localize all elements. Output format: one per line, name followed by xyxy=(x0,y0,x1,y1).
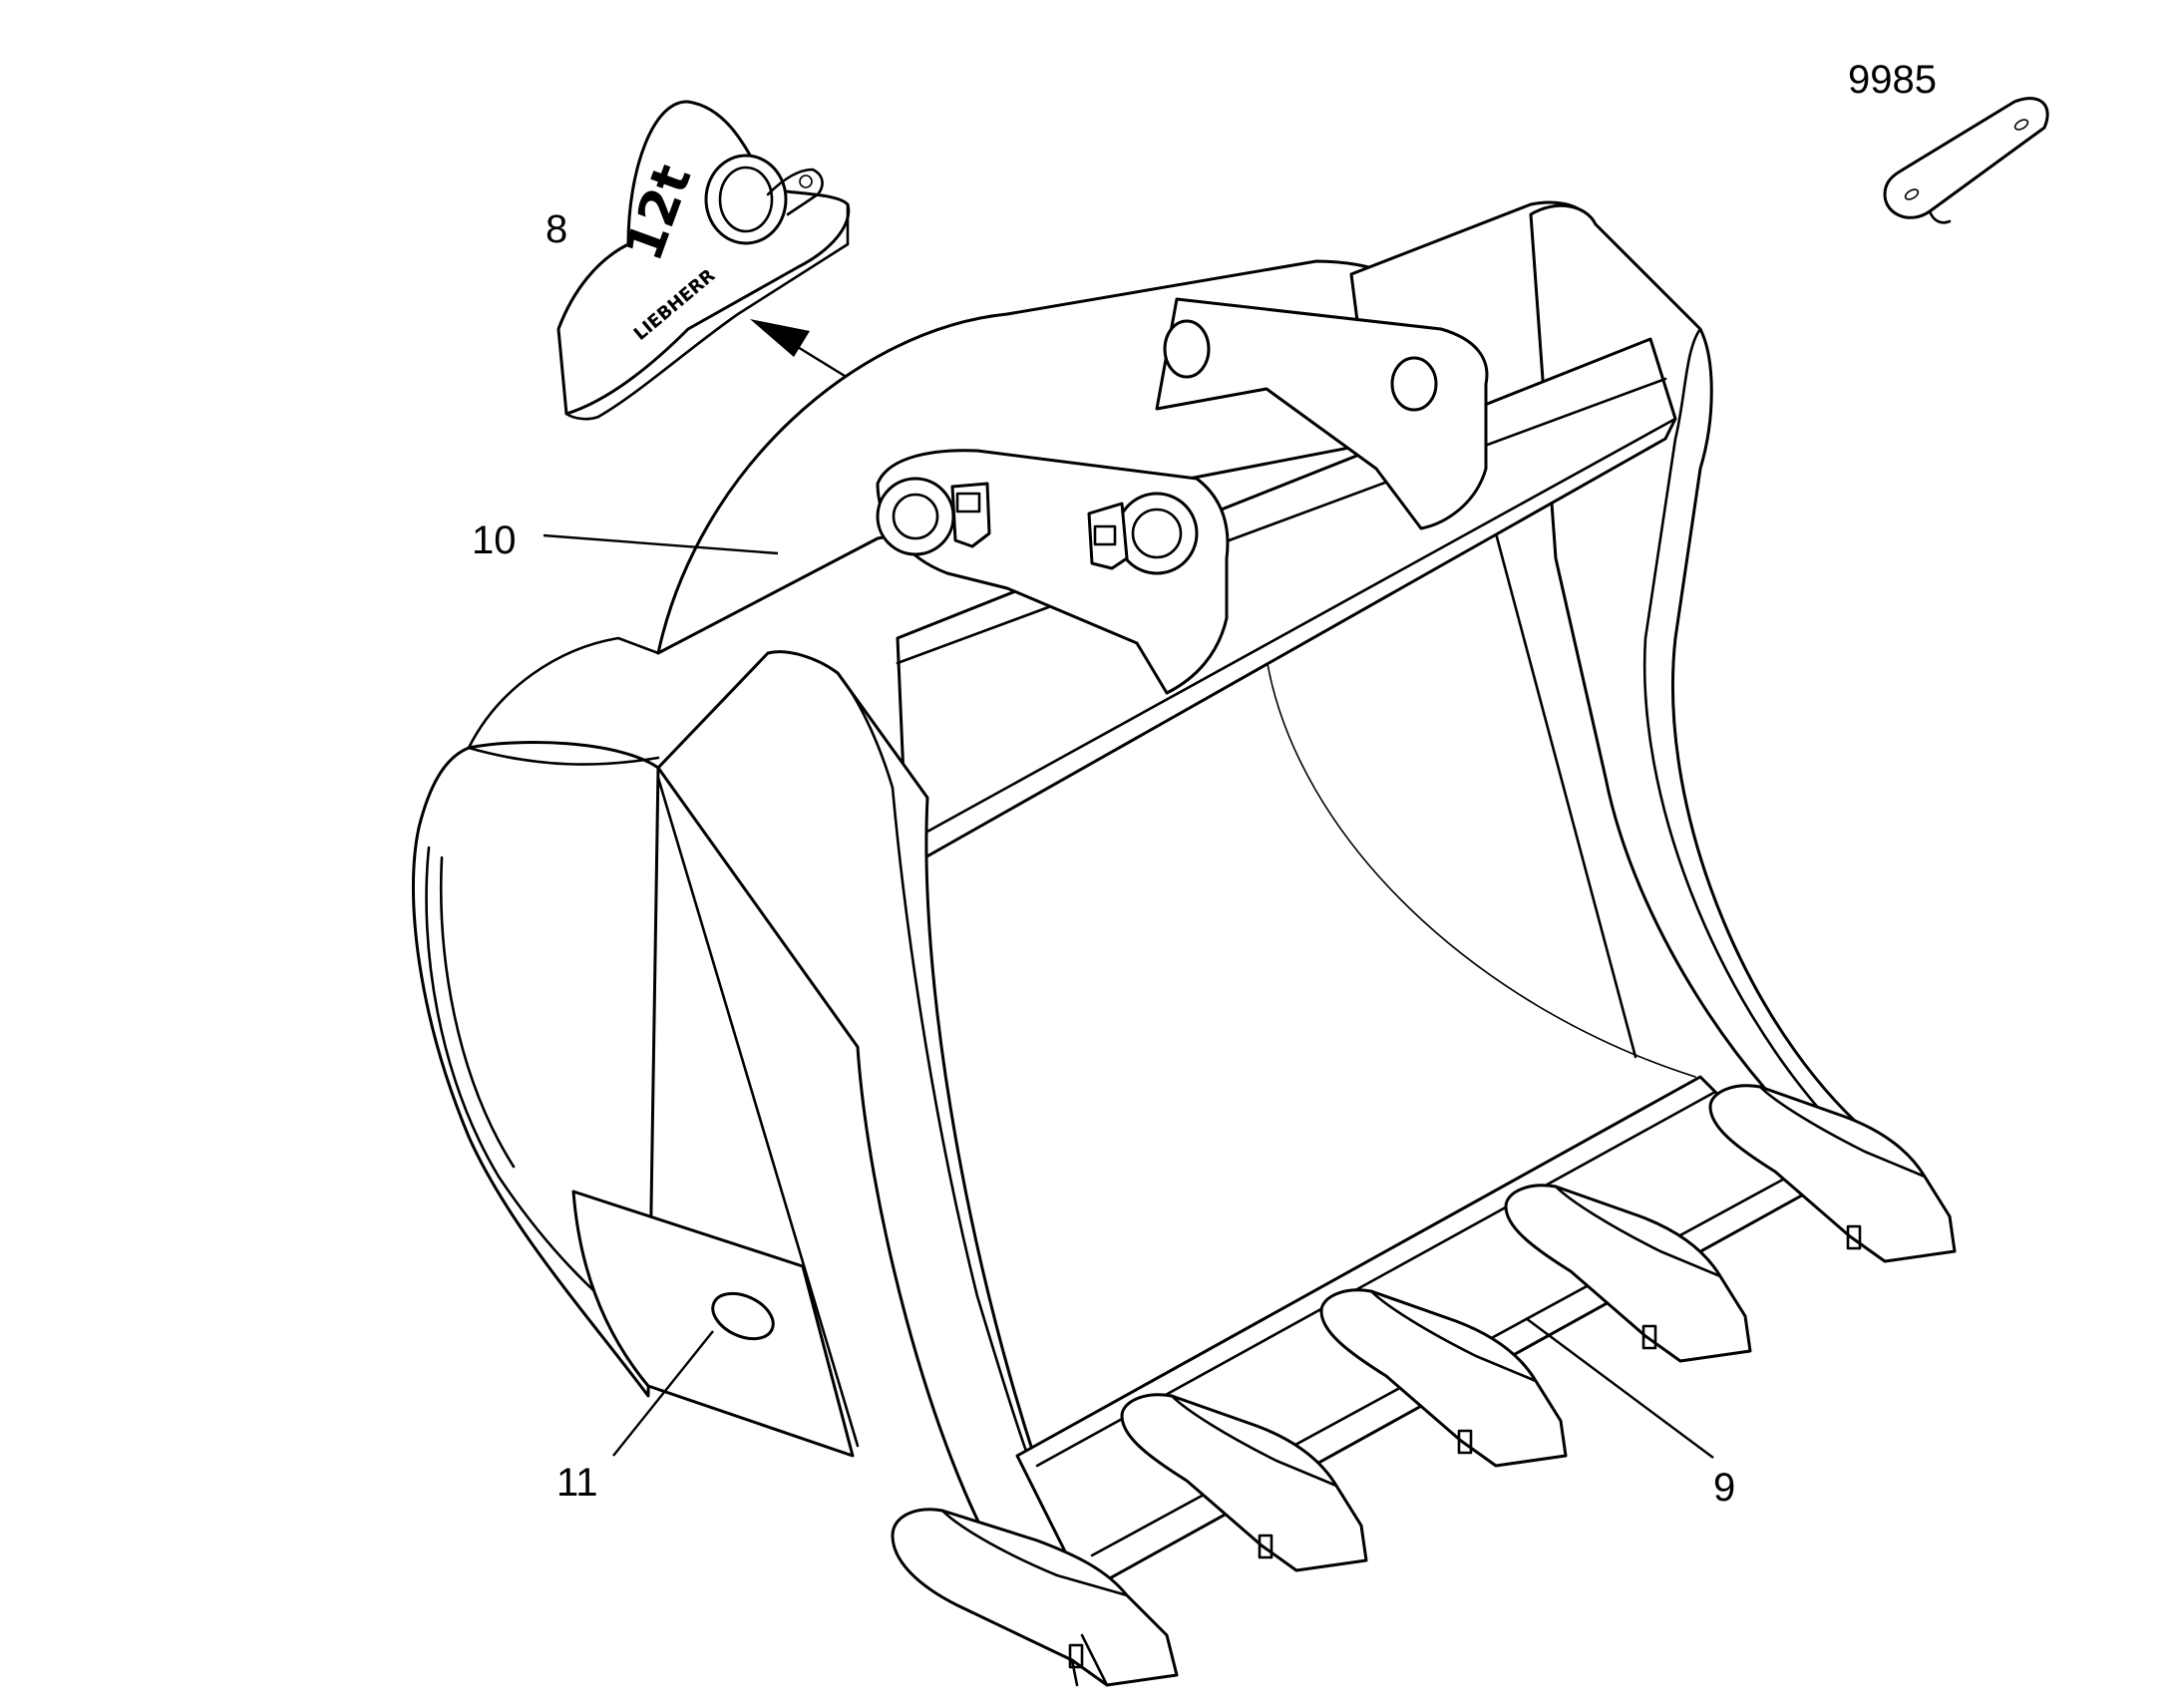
leader-lines xyxy=(543,533,1714,1459)
nameplate-part xyxy=(1883,97,2049,224)
bucket-teeth xyxy=(891,1084,1957,1687)
callout-9985: 9985 xyxy=(1848,58,1937,102)
callout-8: 8 xyxy=(545,207,567,251)
bucket-body xyxy=(411,200,1887,1587)
callout-11: 11 xyxy=(556,1461,598,1505)
tooth-1 xyxy=(891,1508,1179,1687)
tooth-3 xyxy=(1319,1288,1568,1468)
callout-10: 10 xyxy=(472,518,517,562)
tooth-2 xyxy=(1120,1393,1368,1572)
tooth-4 xyxy=(1504,1184,1752,1363)
callout-9: 9 xyxy=(1713,1466,1735,1510)
tooth-5 xyxy=(1708,1084,1957,1263)
lifting-eye-part: 12t LIEBHERR xyxy=(556,100,851,421)
pin-bosses xyxy=(876,297,1489,695)
